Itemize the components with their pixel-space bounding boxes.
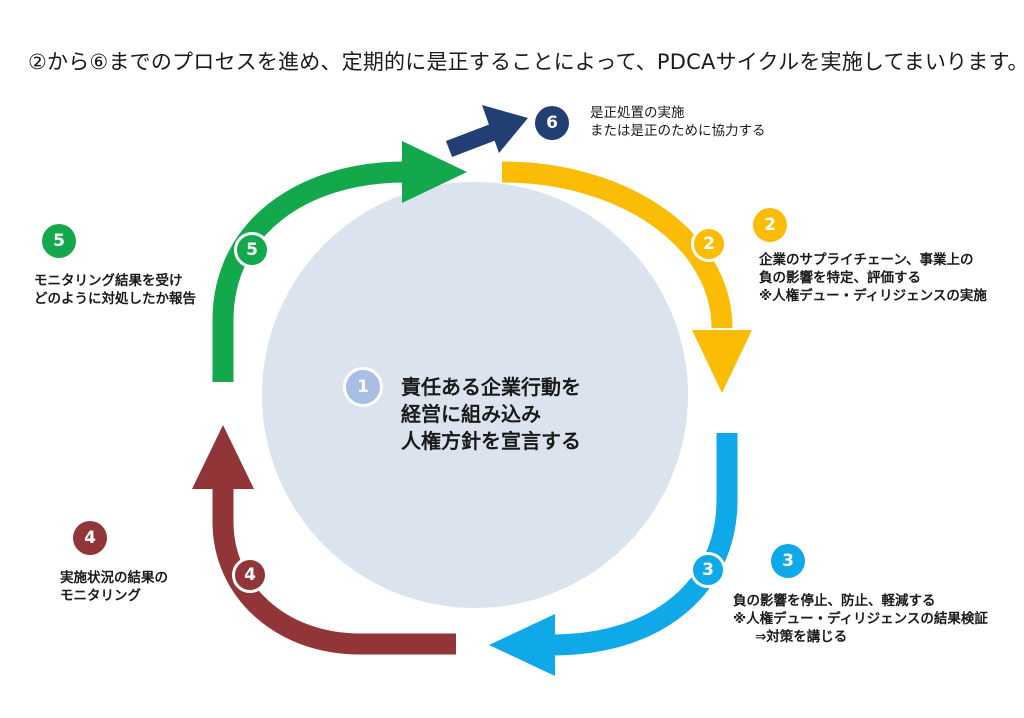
label-badge-3: 3 [771,544,805,578]
label-badge-4: 4 [73,521,107,555]
center-line-2: 経営に組み込み [401,402,541,426]
step3-line-2: ※人権デュー・ディリジェンスの結果検証 [733,611,988,627]
step3-label: 負の影響を停止、防止、軽減する ※人権デュー・ディリジェンスの結果検証 ⇒対策を… [733,592,988,646]
step3-arrow [489,433,738,676]
arc-badge-5: 5 [234,232,270,268]
center-statement: 責任ある企業行動を 経営に組み込み 人権方針を宣言する [401,374,581,455]
label-badge-6: 6 [535,106,569,140]
center-line-3: 人権方針を宣言する [401,429,581,453]
step6-line-2: または是正のために協力する [590,123,766,139]
label-badge-5: 5 [42,224,76,258]
center-circle [262,182,688,608]
arc-badge-4: 4 [232,557,268,593]
step5-label: モニタリング結果を受け どのように対処したか報告 [34,272,196,308]
step6-arrow [445,105,528,157]
step2-line-1: 企業のサプライチェーン、事業上の [759,252,974,268]
step6-label: 是正処置の実施 または是正のために協力する [590,104,766,140]
step6-line-1: 是正処置の実施 [590,105,685,121]
step5-line-2: どのように対処したか報告 [34,291,196,307]
step2-line-2: 負の影響を特定、評価する [759,270,921,286]
step2-arrow [501,161,752,393]
step3-line-1: 負の影響を停止、防止、軽減する [733,593,936,609]
step5-arrow [212,141,467,382]
label-badge-2: 2 [753,208,787,242]
step2-line-3: ※人権デュー・ディリジェンスの実施 [759,288,987,304]
step4-line-2: モニタリング [60,588,141,604]
step4-label: 実施状況の結果の モニタリング [60,569,168,605]
step3-line-3: ⇒対策を講じる [755,629,848,645]
center-badge-1: 1 [343,367,383,407]
arc-badge-3: 3 [690,552,726,588]
page-heading: ②から⑥までのプロセスを進め、定期的に是正することによって、PDCAサイクルを実… [28,50,1024,74]
center-line-1: 責任ある企業行動を [401,375,581,399]
arc-badge-2: 2 [691,226,727,262]
step4-arrow [192,425,456,655]
step5-line-1: モニタリング結果を受け [34,273,183,289]
step4-line-1: 実施状況の結果の [60,570,168,586]
step2-label: 企業のサプライチェーン、事業上の 負の影響を特定、評価する ※人権デュー・ディリ… [759,251,987,305]
